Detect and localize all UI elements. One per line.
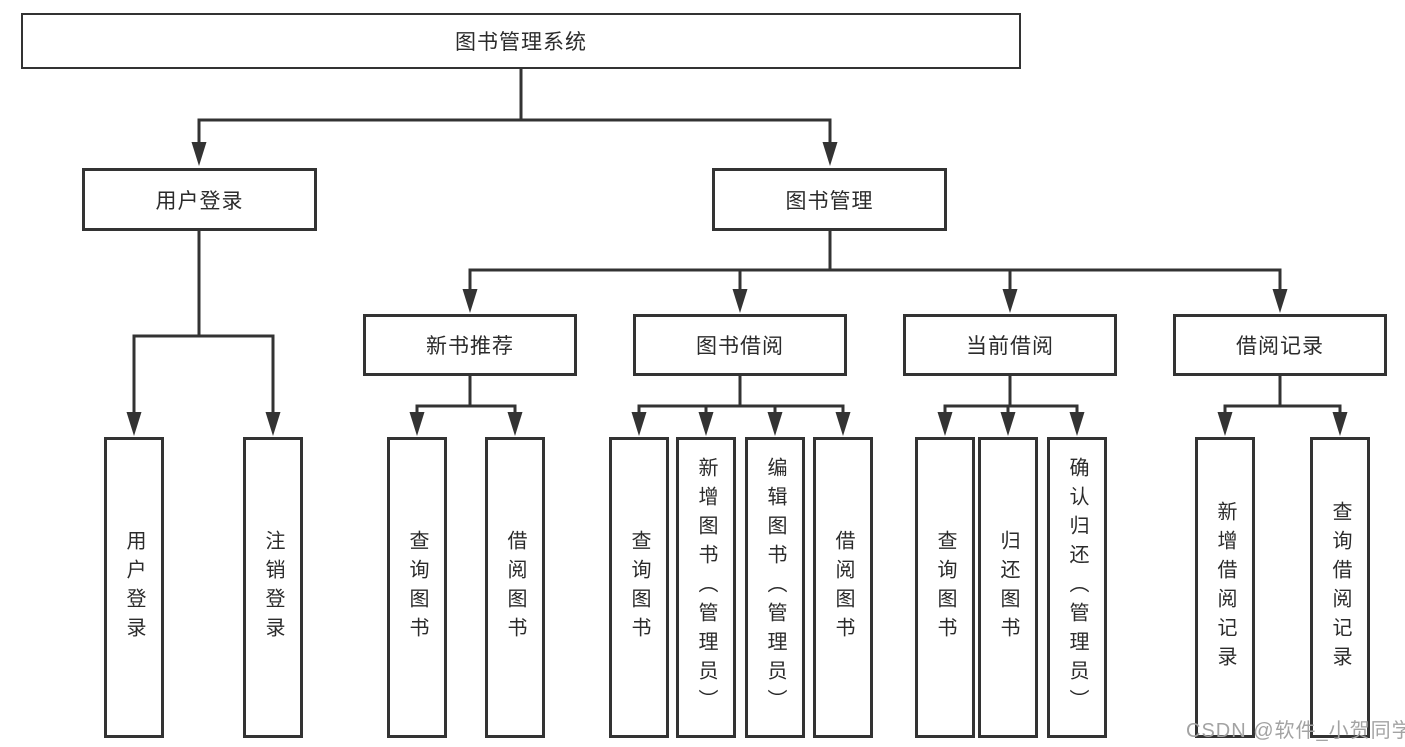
node-box-borrow-records: 借阅记录 <box>1173 314 1387 376</box>
leaf-label-return-books: 归还图书 <box>997 529 1019 646</box>
leaf-box-add-books-admin: 新增图书（管理员） <box>676 437 736 738</box>
leaf-label-edit-books-admin: 编辑图书（管理员） <box>764 457 786 718</box>
node-label-borrow-records: 借阅记录 <box>1236 335 1324 358</box>
leaf-box-user-login: 用户登录 <box>104 437 164 738</box>
node-box-book-management: 图书管理 <box>712 168 947 231</box>
node-box-book-borrow: 图书借阅 <box>633 314 847 376</box>
leaf-box-query-borrow-record: 查询借阅记录 <box>1310 437 1370 738</box>
node-box-user-login: 用户登录 <box>82 168 317 231</box>
leaf-box-borrow-books: 借阅图书 <box>813 437 873 738</box>
leaf-label-borrow-books: 借阅图书 <box>832 529 854 646</box>
leaf-label-query-borrow-record: 查询借阅记录 <box>1329 500 1351 675</box>
node-box-new-book-recommend: 新书推荐 <box>363 314 577 376</box>
leaf-label-logout: 注销登录 <box>262 529 284 646</box>
leaf-label-borrow-books-recommend: 借阅图书 <box>504 529 526 646</box>
leaf-label-query-books-borrow: 查询图书 <box>628 529 650 646</box>
node-label-book-management: 图书管理 <box>785 189 874 213</box>
node-box-current-borrow: 当前借阅 <box>903 314 1117 376</box>
node-label-root: 图书管理系统 <box>455 31 587 54</box>
leaf-box-query-books-recommend: 查询图书 <box>387 437 447 738</box>
leaf-box-return-books: 归还图书 <box>978 437 1038 738</box>
leaf-label-user-login: 用户登录 <box>123 529 145 646</box>
node-box-root: 图书管理系统 <box>21 13 1021 69</box>
leaf-label-query-books-current: 查询图书 <box>934 529 956 646</box>
leaf-box-confirm-return-admin: 确认归还（管理员） <box>1047 437 1107 738</box>
arrowheads <box>126 142 1348 436</box>
leaf-box-query-books-borrow: 查询图书 <box>609 437 669 738</box>
leaf-label-add-books-admin: 新增图书（管理员） <box>695 457 717 718</box>
node-label-new-book-recommend: 新书推荐 <box>426 335 514 358</box>
node-label-current-borrow: 当前借阅 <box>966 335 1054 358</box>
node-label-book-borrow: 图书借阅 <box>696 335 784 358</box>
csdn-watermark: CSDN @软件_小贺同学 <box>1186 720 1405 742</box>
leaf-label-query-books-recommend: 查询图书 <box>406 529 428 646</box>
leaf-box-query-books-current: 查询图书 <box>915 437 975 738</box>
node-label-user-login: 用户登录 <box>155 189 244 213</box>
leaf-box-add-borrow-record: 新增借阅记录 <box>1195 437 1255 738</box>
leaf-box-edit-books-admin: 编辑图书（管理员） <box>745 437 805 738</box>
leaf-box-logout: 注销登录 <box>243 437 303 738</box>
leaf-label-add-borrow-record: 新增借阅记录 <box>1214 500 1236 675</box>
leaf-label-confirm-return-admin: 确认归还（管理员） <box>1066 457 1088 718</box>
leaf-box-borrow-books-recommend: 借阅图书 <box>485 437 545 738</box>
